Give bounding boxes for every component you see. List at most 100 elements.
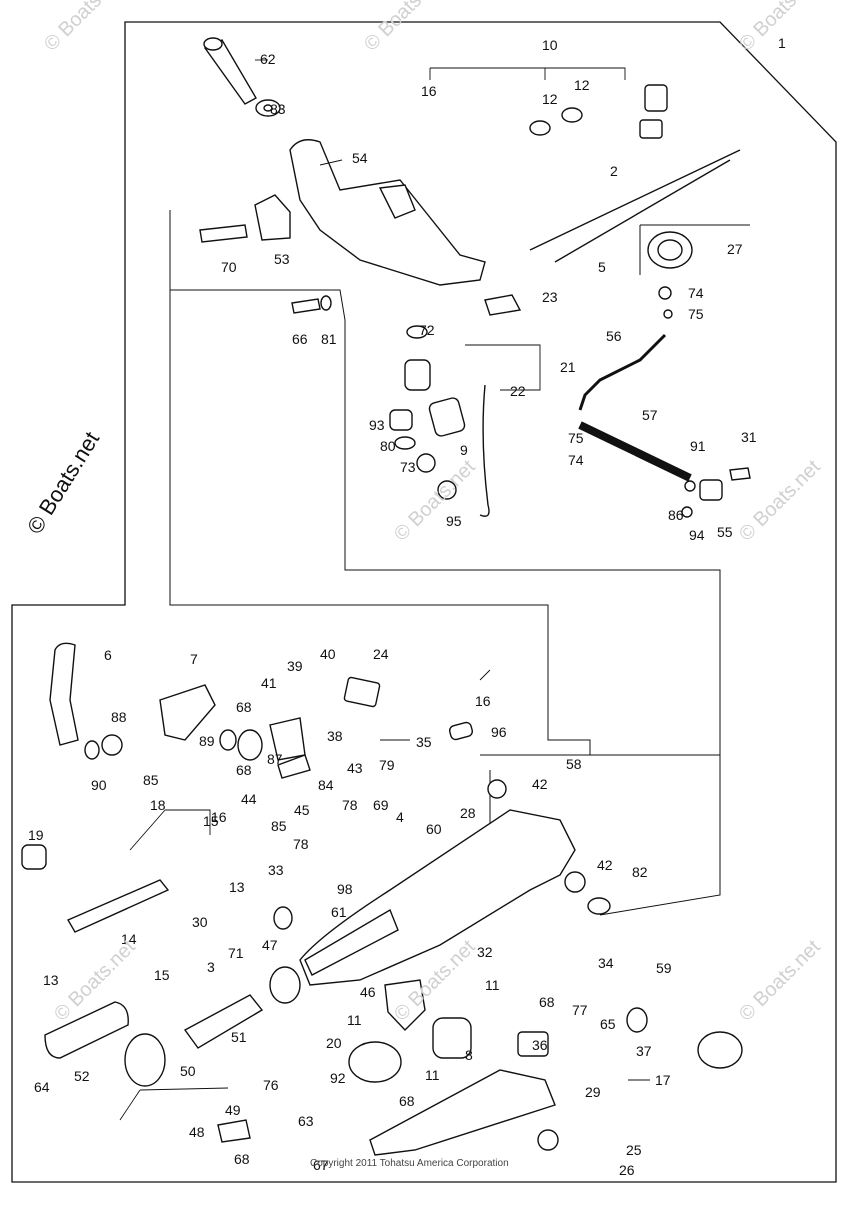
boot-92 (348, 1041, 402, 1083)
bracket-48 (217, 1119, 251, 1143)
callout-43: 43 (347, 760, 363, 776)
callout-26: 26 (619, 1162, 635, 1178)
bolt-66 (291, 298, 321, 314)
cable-2 (529, 149, 741, 251)
callout-78: 78 (293, 836, 309, 852)
callout-39: 39 (287, 658, 303, 674)
callout-55: 55 (717, 524, 733, 540)
throttle-tube (304, 908, 399, 976)
callout-68: 68 (539, 994, 555, 1010)
sleeve-9 (428, 397, 466, 437)
plate-45 (277, 754, 311, 779)
callout-62: 62 (260, 51, 276, 67)
callout-7: 7 (190, 651, 198, 667)
callout-69: 69 (373, 797, 389, 813)
callout-79: 79 (379, 757, 395, 773)
callout-82: 82 (632, 864, 648, 880)
callout-15: 15 (203, 813, 219, 829)
screw-31 (729, 467, 751, 481)
callout-75: 75 (688, 306, 704, 322)
callout-73: 73 (400, 459, 416, 475)
callout-72: 72 (419, 322, 435, 338)
callout-85: 85 (143, 772, 159, 788)
grommet-26 (537, 1129, 559, 1151)
bushing-73 (416, 453, 436, 473)
callout-74: 74 (568, 452, 584, 468)
grip-52 (44, 1001, 129, 1059)
callout-52: 52 (74, 1068, 90, 1084)
callout-30: 30 (192, 914, 208, 930)
callout-59: 59 (656, 960, 672, 976)
cover-29 (369, 1069, 556, 1156)
callout-78: 78 (342, 797, 358, 813)
washer-75a (663, 309, 673, 319)
callout-24: 24 (373, 646, 389, 662)
callout-71: 71 (228, 945, 244, 961)
callout-31: 31 (741, 429, 757, 445)
callout-8: 8 (465, 1047, 473, 1063)
lanyard-22 (479, 384, 490, 517)
callout-42: 42 (532, 776, 548, 792)
callout-48: 48 (189, 1124, 205, 1140)
callout-67: 67 (313, 1157, 329, 1173)
tube-51 (183, 994, 264, 1049)
callout-83: 83 (270, 101, 286, 117)
callout-65: 65 (600, 1016, 616, 1032)
callout-81: 81 (321, 331, 337, 347)
clip-23 (484, 294, 522, 316)
callout-68: 68 (399, 1093, 415, 1109)
callout-95: 95 (446, 513, 462, 529)
callout-75: 75 (568, 430, 584, 446)
clamp-12b (561, 107, 583, 123)
callout-70: 70 (221, 259, 237, 275)
rod-56 (578, 333, 667, 411)
switch-24 (343, 676, 381, 708)
bushing-47 (273, 906, 293, 930)
shaft-57 (578, 421, 692, 482)
keyswitch-17 (697, 1031, 743, 1069)
callout-15: 15 (154, 967, 170, 983)
plate-14 (66, 879, 170, 933)
callout-54: 54 (352, 150, 368, 166)
callout-34: 34 (598, 955, 614, 971)
callout-32: 32 (477, 944, 493, 960)
callout-16: 16 (421, 83, 437, 99)
callout-13: 13 (43, 972, 59, 988)
callout-42: 42 (597, 857, 613, 873)
copyright-text: Copyright 2011 Tohatsu America Corporati… (310, 1158, 509, 1169)
callout-93: 93 (369, 417, 385, 433)
callout-36: 36 (532, 1037, 548, 1053)
bracket-7 (159, 684, 216, 741)
callout-53: 53 (274, 251, 290, 267)
connector-10a (644, 84, 668, 112)
callout-28: 28 (460, 805, 476, 821)
callout-10: 10 (542, 37, 558, 53)
callout-74: 74 (688, 285, 704, 301)
ring-91 (684, 480, 696, 492)
stopswitch-21 (404, 359, 431, 391)
callout-25: 25 (626, 1142, 642, 1158)
sleeve-8 (432, 1017, 472, 1059)
clamp-12a (529, 120, 551, 136)
bracket-46 (384, 979, 426, 1032)
callout-57: 57 (642, 407, 658, 423)
sleeve-50 (124, 1033, 166, 1087)
cable-5 (554, 159, 731, 263)
callout-37: 37 (636, 1043, 652, 1059)
callout-11: 11 (485, 977, 500, 993)
callout-16: 16 (211, 809, 227, 825)
callout-20: 20 (326, 1035, 342, 1051)
callout-12: 12 (542, 91, 558, 107)
callout-16: 16 (475, 693, 491, 709)
callout-63: 63 (298, 1113, 314, 1129)
washer-89 (219, 729, 237, 751)
washer-94 (681, 506, 693, 518)
plate-36 (517, 1031, 549, 1057)
callout-14: 14 (121, 931, 137, 947)
callout-33: 33 (268, 862, 284, 878)
callout-2: 2 (610, 163, 618, 179)
callout-18: 18 (150, 797, 166, 813)
grip-6 (49, 642, 79, 746)
